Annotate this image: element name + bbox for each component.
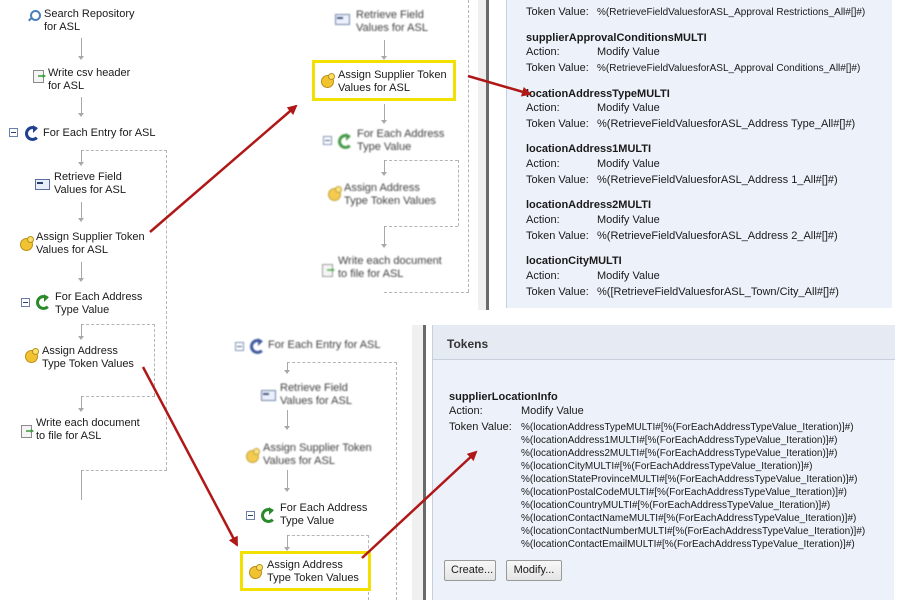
token-icon	[24, 348, 39, 363]
token-value-label: Token Value:	[526, 6, 589, 18]
token-value: %(RetrieveFieldValuesforASL_Address 2_Al…	[597, 230, 838, 242]
token-value-label: Token Value:	[526, 174, 589, 186]
activity-assign-supplier-token[interactable]: Assign Supplier Token Values for ASL	[36, 231, 145, 256]
token-value-line: %(locationContactEmailMULTI#[%(ForEachAd…	[521, 539, 855, 550]
loop-icon	[260, 507, 276, 523]
collapse-toggle-icon[interactable]	[235, 342, 244, 351]
loop-icon	[337, 133, 353, 149]
workflow-top-zoom: Retrieve Field Values for ASL Assign Sup…	[300, 0, 490, 300]
token-value: %([RetrieveFieldValuesforASL_Town/City_A…	[597, 286, 839, 298]
activity-for-each-address-type[interactable]: For Each Address Type Value	[357, 128, 445, 153]
search-icon	[27, 10, 41, 24]
panel-divider	[412, 325, 423, 600]
token-value-line: %(locationContactNameMULTI#[%(ForEachAdd…	[521, 513, 857, 524]
activity-write-each-document[interactable]: Write each document to file for ASL	[36, 417, 140, 442]
collapse-toggle-icon[interactable]	[21, 298, 30, 307]
action-value: Modify Value	[597, 102, 660, 114]
token-name: locationAddress2MULTI	[526, 199, 652, 211]
token-value-line: %(locationCountryMULTI#[%(ForEachAddress…	[521, 500, 831, 511]
token-value: %(RetrieveFieldValuesforASL_Address 1_Al…	[597, 174, 838, 186]
activity-write-csv-header[interactable]: Write csv header for ASL	[48, 67, 131, 92]
activity-search-repository[interactable]: Search Repository for ASL	[44, 8, 135, 33]
workflow-left: Search Repository for ASL Write csv head…	[0, 0, 175, 600]
field-icon	[261, 389, 276, 401]
token-value-label: Token Value:	[526, 230, 589, 242]
token-icon	[248, 564, 263, 579]
token-value: %(RetrieveFieldValuesforASL_Approval Con…	[597, 63, 861, 74]
panel-divider	[486, 0, 489, 310]
activity-assign-address-type-token[interactable]: Assign Address Type Token Values	[42, 345, 134, 370]
activity-write-each-document[interactable]: Write each document to file for ASL	[338, 255, 442, 280]
token-name: locationAddressTypeMULTI	[526, 88, 670, 100]
action-label: Action:	[526, 158, 560, 170]
action-value: Modify Value	[521, 405, 584, 417]
token-value-label: Token Value:	[526, 62, 589, 74]
modify-button[interactable]: Modify...	[506, 560, 562, 581]
token-name: locationAddress1MULTI	[526, 143, 652, 155]
action-label: Action:	[449, 405, 483, 417]
token-value-line: %(locationAddressTypeMULTI#[%(ForEachAdd…	[521, 422, 854, 433]
collapse-toggle-icon[interactable]	[246, 511, 255, 520]
token-value-line: %(locationStateProvinceMULTI#[%(ForEachA…	[521, 474, 858, 485]
activity-for-each-entry[interactable]: For Each Entry for ASL	[268, 339, 381, 351]
activity-assign-address-type-token-label: Assign Address Type Token Values	[267, 559, 359, 584]
token-value-line: %(locationPostalCodeMULTI#[%(ForEachAddr…	[521, 487, 847, 498]
activity-retrieve-field-values[interactable]: Retrieve Field Values for ASL	[280, 382, 352, 407]
activity-assign-supplier-token-label: Assign Supplier Token Values for ASL	[338, 69, 447, 94]
loop-icon	[249, 338, 265, 354]
tokens-panel: Tokens supplierLocationInfo Action: Modi…	[432, 325, 895, 600]
token-value-label: Token Value:	[526, 118, 589, 130]
token-value-line: %(locationAddress2MULTI#[%(ForEachAddres…	[521, 448, 838, 459]
action-label: Action:	[526, 270, 560, 282]
token-icon	[19, 236, 34, 251]
action-label: Action:	[526, 102, 560, 114]
activity-assign-supplier-token[interactable]: Assign Supplier Token Values for ASL	[263, 442, 372, 467]
write-document-icon	[321, 262, 335, 277]
token-value-label: Token Value:	[449, 421, 512, 433]
token-value: %(RetrieveFieldValuesforASL_Address Type…	[597, 118, 856, 130]
activity-for-each-entry[interactable]: For Each Entry for ASL	[43, 127, 156, 139]
activity-for-each-address-type[interactable]: For Each Address Type Value	[280, 502, 368, 527]
loop-icon	[24, 125, 40, 141]
token-icon	[320, 73, 335, 88]
workflow-bottom-zoom: For Each Entry for ASL Retrieve Field Va…	[225, 325, 415, 600]
activity-retrieve-field-values[interactable]: Retrieve Field Values for ASL	[356, 9, 428, 34]
action-value: Modify Value	[597, 270, 660, 282]
create-button[interactable]: Create...	[444, 560, 496, 581]
action-label: Action:	[526, 46, 560, 58]
action-value: Modify Value	[597, 214, 660, 226]
field-icon	[335, 13, 350, 25]
field-icon	[35, 178, 50, 190]
action-value: Modify Value	[597, 158, 660, 170]
supplier-token-properties-panel: Token Value: %(RetrieveFieldValuesforASL…	[506, 0, 892, 308]
tokens-panel-header: Tokens	[433, 325, 895, 360]
collapse-toggle-icon[interactable]	[323, 136, 332, 145]
token-value-line: %(locationCityMULTI#[%(ForEachAddressTyp…	[521, 461, 813, 472]
token-value: %(RetrieveFieldValuesforASL_Approval Res…	[597, 7, 866, 18]
panel-divider	[423, 325, 426, 600]
token-icon	[245, 448, 260, 463]
write-document-icon	[32, 68, 46, 83]
token-name: supplierApprovalConditionsMULTI	[526, 32, 707, 44]
token-icon	[327, 186, 342, 201]
activity-for-each-address-type[interactable]: For Each Address Type Value	[55, 291, 143, 316]
activity-assign-address-type-token[interactable]: Assign Address Type Token Values	[344, 182, 436, 207]
action-label: Action:	[526, 214, 560, 226]
activity-retrieve-field-values[interactable]: Retrieve Field Values for ASL	[54, 171, 126, 196]
collapse-toggle-icon[interactable]	[9, 128, 18, 137]
loop-icon	[35, 294, 51, 310]
highlight-assign-address-type-token[interactable]: Assign Address Type Token Values	[240, 551, 371, 591]
token-value-line: %(locationContactNumberMULTI#[%(ForEachA…	[521, 526, 866, 537]
panel-divider	[478, 0, 486, 310]
token-name: supplierLocationInfo	[449, 391, 558, 403]
token-name: locationCityMULTI	[526, 255, 622, 267]
token-value-label: Token Value:	[526, 286, 589, 298]
highlight-assign-supplier-token[interactable]: Assign Supplier Token Values for ASL	[312, 60, 456, 101]
action-value: Modify Value	[597, 46, 660, 58]
write-document-icon	[20, 423, 34, 438]
token-value-line: %(locationAddress1MULTI#[%(ForEachAddres…	[521, 435, 838, 446]
